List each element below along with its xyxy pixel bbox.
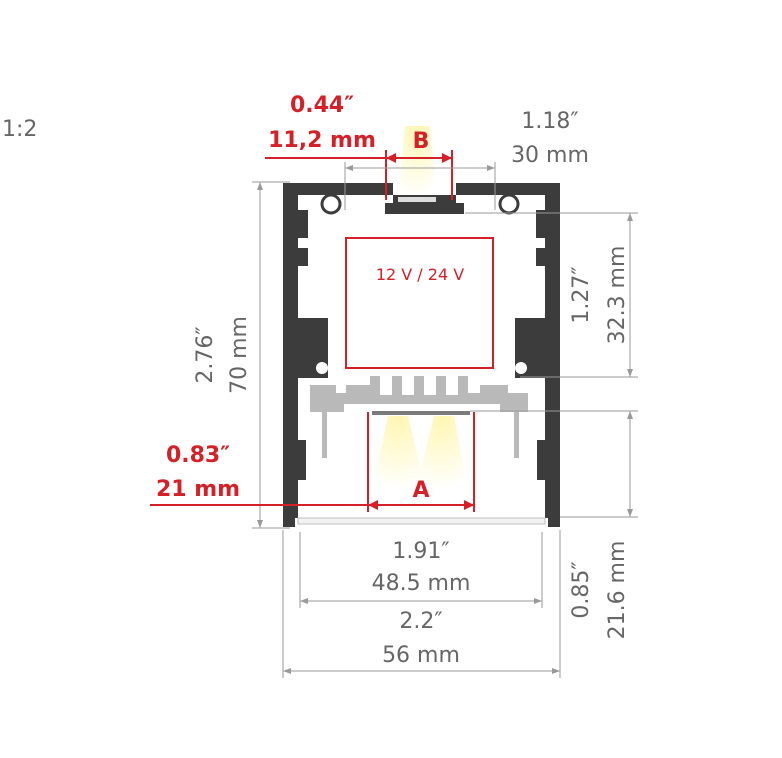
lower-height-mm: 21.6 mm <box>605 541 630 640</box>
dimension-upper-height: 1.27″ 32.3 mm <box>465 212 638 378</box>
dimension-inner-width: 1.91″ 48.5 mm <box>299 532 543 608</box>
dimension-slot-b: 0.44″ 11,2 mm B <box>265 93 453 200</box>
light-glow-a <box>372 416 468 490</box>
slot-b-inch: 0.44″ <box>290 93 354 118</box>
dimension-slot-a: 0.83″ 21 mm A <box>150 412 475 512</box>
inner-width-inch: 1.91″ <box>392 539 449 564</box>
dimension-total-width: 2.2″ 56 mm <box>282 530 561 678</box>
dimension-top-width: 1.18″ 30 mm <box>344 109 589 210</box>
dimension-lower-height: 0.85″ 21.6 mm <box>470 410 638 640</box>
lower-height-inch: 0.85″ <box>569 561 594 618</box>
slot-a-inch: 0.83″ <box>166 443 230 468</box>
power-label: 12 V / 24 V <box>376 265 464 284</box>
scale-label: 1:2 <box>2 117 37 142</box>
slot-a-mm: 21 mm <box>156 477 240 502</box>
power-unit-box: 12 V / 24 V <box>345 237 494 369</box>
total-width-mm: 56 mm <box>382 643 460 668</box>
slot-b-mm: 11,2 mm <box>268 128 376 153</box>
light-glow-b <box>398 126 436 198</box>
top-width-mm: 30 mm <box>511 143 589 168</box>
slot-a-label: A <box>412 478 429 503</box>
inner-width-mm: 48.5 mm <box>372 571 471 596</box>
dimension-total-height: 2.76″ 70 mm <box>193 181 290 529</box>
profile-body <box>283 183 560 527</box>
total-height-inch: 2.76″ <box>193 326 218 383</box>
top-width-inch: 1.18″ <box>521 109 578 134</box>
slot-b-label: B <box>413 129 430 154</box>
upper-height-mm: 32.3 mm <box>605 246 630 345</box>
total-height-mm: 70 mm <box>227 316 252 394</box>
heatsink-insert <box>310 376 528 458</box>
upper-height-inch: 1.27″ <box>569 266 594 323</box>
total-width-inch: 2.2″ <box>399 609 442 634</box>
